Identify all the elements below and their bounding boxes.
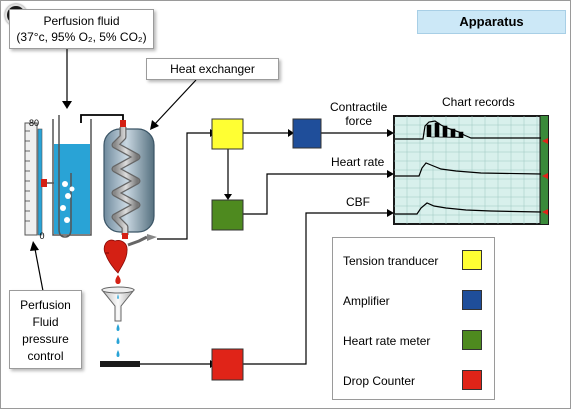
legend-label: Drop Counter	[343, 374, 416, 388]
signal-wires	[140, 132, 387, 365]
trace-contractile-force-fill	[426, 122, 464, 138]
legend-swatch-drop-counter	[462, 370, 482, 390]
legend-box: Tension tranducer Amplifier Heart rate m…	[332, 237, 495, 400]
heat-exchanger-callout: Heat exchanger	[146, 58, 279, 80]
drip-3	[116, 350, 120, 357]
legend-row: Amplifier	[343, 290, 488, 312]
heat-exchanger	[103, 127, 155, 235]
legend-label: Heart rate meter	[343, 334, 431, 348]
perfusion-fluid-conditions: (37°c, 95% O₂, 5% CO₂)	[16, 30, 147, 44]
legend-row: Tension tranducer	[343, 250, 488, 272]
drop-counter-box	[211, 348, 244, 381]
supply-clamp	[120, 120, 126, 127]
contractile-label-line2: force	[345, 114, 373, 128]
legend-swatch-amplifier	[462, 290, 482, 310]
chart-records-label: Chart records	[442, 95, 515, 109]
contractile-force-label: Contractile force	[330, 100, 387, 128]
legend-label: Tension tranducer	[343, 254, 439, 268]
perfusion-reservoir	[52, 115, 92, 238]
legend-swatch-heart-rate-meter	[462, 330, 482, 350]
drop-sensor	[100, 361, 140, 367]
perfusion-fluid-label: Perfusion fluid	[43, 14, 120, 28]
apparatus-title: Apparatus	[417, 10, 566, 34]
pressure-control-line: Fluid	[32, 315, 59, 329]
pressure-control-line: Perfusion	[20, 298, 71, 312]
pressure-control-line: control	[27, 349, 64, 363]
drip-funnel	[100, 286, 136, 322]
pressure-pointer-line	[34, 248, 44, 292]
drip-1	[116, 324, 120, 331]
chart-recorder	[393, 115, 549, 225]
cbf-label: CBF	[346, 195, 370, 209]
drip-2	[116, 337, 120, 344]
amplifier-box	[292, 118, 322, 149]
manometer-top-label: 80	[29, 118, 39, 128]
recorder-pens	[542, 138, 548, 215]
transducer-hook-tip	[147, 234, 157, 241]
heart	[103, 233, 128, 274]
pressure-control-callout: Perfusion Fluid pressure control	[9, 290, 82, 369]
trace-cbf	[395, 202, 542, 215]
pressure-control-line: pressure	[22, 332, 69, 346]
heart-rate-meter-box	[211, 199, 244, 231]
transducer-hook	[127, 235, 148, 247]
perfusion-fluid-callout: Perfusion fluid (37°c, 95% O₂, 5% CO₂)	[9, 9, 154, 49]
hx-pointer-line	[153, 79, 197, 126]
legend-swatch-tension-transducer	[462, 250, 482, 270]
fluid-pointer-arrow	[62, 101, 72, 109]
hx-pointer-arrow	[150, 120, 159, 130]
supply-tube	[80, 114, 124, 123]
pressure-manometer	[24, 122, 57, 236]
legend-label: Amplifier	[343, 294, 390, 308]
tension-transducer-box	[211, 118, 244, 150]
contractile-label-line1: Contractile	[330, 100, 388, 114]
pressure-pointer-arrow	[30, 241, 39, 251]
legend-row: Heart rate meter	[343, 330, 488, 352]
heart-drop	[115, 275, 121, 284]
legend-row: Drop Counter	[343, 370, 488, 392]
trace-heart-rate	[395, 162, 542, 177]
manometer-bottom-label: 0	[39, 231, 44, 241]
heart-rate-label: Heart rate	[331, 155, 385, 169]
